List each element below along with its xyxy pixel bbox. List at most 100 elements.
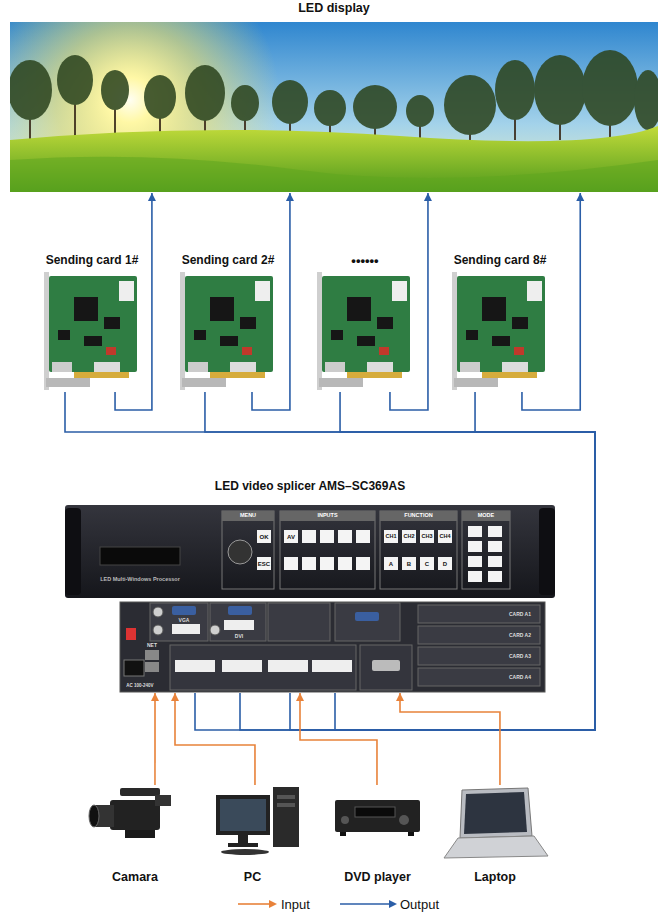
connector-line xyxy=(252,193,290,410)
splicer-front-panel xyxy=(468,556,482,567)
splicer-front-panel xyxy=(488,526,502,537)
splicer-rear-panel xyxy=(418,626,540,644)
section-header: MENU xyxy=(240,513,256,519)
section-header: MODE xyxy=(478,513,495,519)
connector xyxy=(335,392,595,730)
camera-picture xyxy=(125,830,155,838)
section-header: FUNCTION xyxy=(404,513,432,519)
connector xyxy=(115,193,156,410)
connector xyxy=(205,392,595,730)
splicer-rear-panel xyxy=(222,660,262,672)
led-display-picture xyxy=(57,55,93,105)
display-panel: LED display xyxy=(10,0,658,193)
led-display-picture xyxy=(231,85,259,121)
connector-line xyxy=(522,193,580,410)
sending-card-picture xyxy=(44,272,137,390)
camera-picture xyxy=(89,805,99,827)
splicer-rear-panel xyxy=(175,660,215,672)
arrow-head xyxy=(171,693,179,701)
button-label: C xyxy=(425,561,429,567)
pc-picture xyxy=(216,787,299,855)
sending-card: Sending card 1# xyxy=(32,252,152,392)
splicer-rear-panel xyxy=(418,668,540,686)
led-display-picture xyxy=(634,70,658,130)
splicer-front-panel xyxy=(302,557,316,570)
legend-sample xyxy=(269,900,277,908)
splicer-rear-panel xyxy=(145,650,159,660)
splicer-front-panel xyxy=(280,511,375,521)
led-display-picture xyxy=(185,65,225,121)
splicer-rear-panel xyxy=(170,645,356,690)
splicer-front-panel xyxy=(402,557,416,570)
dvd-player-picture xyxy=(335,800,420,836)
arrow-head xyxy=(148,193,156,201)
splicer-front-panel xyxy=(384,557,398,570)
sending-card-picture xyxy=(317,272,410,390)
splicer-front-panel xyxy=(65,505,555,598)
connector-line xyxy=(300,693,377,785)
splicer-front-panel xyxy=(222,511,274,521)
splicer-front-panel xyxy=(468,526,482,537)
pc-picture xyxy=(220,799,266,831)
slot-label: CARD A2 xyxy=(509,633,531,638)
button-label: A xyxy=(389,561,393,567)
button-label: AV xyxy=(287,534,295,540)
connector xyxy=(252,193,294,410)
sending-card: •••••• xyxy=(305,252,425,392)
splicer-rear-panel xyxy=(126,628,136,640)
power-label: AC 100-240V xyxy=(126,684,153,689)
camera-picture xyxy=(110,800,160,830)
splicer-front-panel xyxy=(338,530,352,543)
button-label: CH1 xyxy=(385,534,396,540)
splicer-front-panel xyxy=(402,530,416,543)
splicer-rear-panel xyxy=(335,603,400,641)
sending-card: Sending card 2# xyxy=(168,252,288,392)
node-label: LED video splicer AMS–SC369AS xyxy=(215,478,405,493)
button-label: D xyxy=(443,561,447,567)
led-display-picture xyxy=(444,75,496,135)
splicer-rear-panel xyxy=(172,606,196,615)
dvd-player-picture xyxy=(341,816,349,824)
splicer-rear-panel xyxy=(228,606,252,615)
legend-sample xyxy=(238,900,397,908)
connector xyxy=(65,392,595,730)
led-display-picture xyxy=(10,50,658,140)
splicer-rear-panel xyxy=(153,625,163,635)
node-label: Sending card 8# xyxy=(454,252,547,267)
splicer-front-panel xyxy=(438,530,452,543)
sending-card-picture xyxy=(180,272,273,390)
splicer-front-panel xyxy=(468,571,482,582)
splicer-front-panel xyxy=(257,530,271,543)
splicer-front-panel xyxy=(420,530,434,543)
port-label: NET xyxy=(147,643,157,648)
legend-label: Input xyxy=(281,898,310,911)
connector-line xyxy=(65,392,595,730)
led-display-picture xyxy=(10,157,658,192)
pc-picture xyxy=(216,795,270,835)
led-display-picture xyxy=(10,22,658,192)
splicer-rear-panel xyxy=(210,625,220,635)
splicer-front-panel xyxy=(462,511,510,589)
panel-caption: LED Multi-Windows Processor xyxy=(100,577,180,583)
led-display-picture xyxy=(495,60,535,120)
splicer-rear-panel xyxy=(372,660,400,671)
camera-picture xyxy=(155,795,171,806)
splicer-front-panel xyxy=(488,571,502,582)
splicer-front-panel xyxy=(468,541,482,552)
pc-picture xyxy=(273,787,299,847)
splicer-front-panel xyxy=(380,511,457,589)
connector-line xyxy=(115,193,152,410)
connector xyxy=(151,693,159,785)
splicer-rear-panel xyxy=(355,612,379,621)
node-label: DVD player xyxy=(344,869,411,885)
connector-line xyxy=(205,392,595,730)
camera-picture xyxy=(120,788,160,796)
led-display-picture xyxy=(406,95,434,127)
led-display-picture xyxy=(353,85,397,129)
button-label: B xyxy=(407,561,411,567)
source-device: PC xyxy=(205,785,300,885)
legend-sample xyxy=(238,903,270,905)
led-display-picture xyxy=(582,50,638,126)
dvd-player-picture xyxy=(408,832,414,836)
node-label: Sending card 1# xyxy=(46,252,139,267)
